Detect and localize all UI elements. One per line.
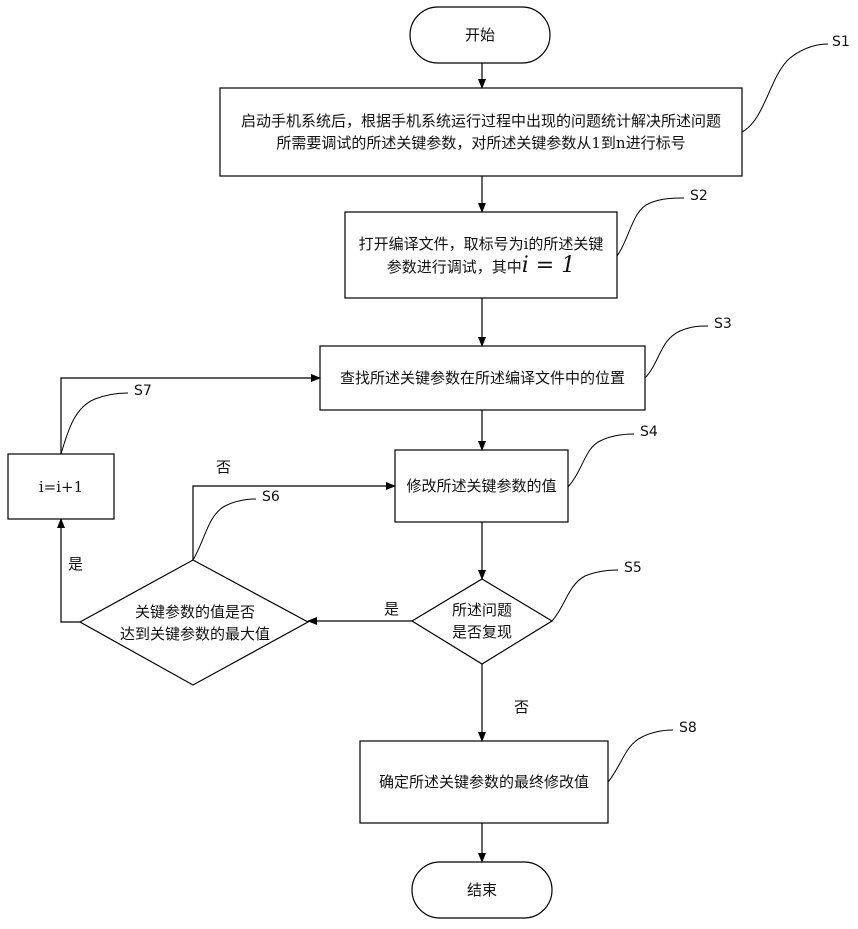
s6-text-line1: 关键参数的值是否 bbox=[135, 601, 255, 623]
s6-text-line2: 达到关键参数的最大值 bbox=[120, 623, 270, 645]
s1-leader bbox=[742, 44, 828, 132]
s3-label: 查找所述关键参数在所述编译文件中的位置 bbox=[320, 346, 645, 410]
end-text: 结束 bbox=[467, 879, 497, 901]
s5-text-line1: 所述问题 bbox=[452, 599, 512, 621]
s2-text-line2: 参数进行调试，其中i = 1 bbox=[387, 255, 575, 278]
s5-label: 所述问题 是否复现 bbox=[422, 596, 542, 646]
step-label-s5: S5 bbox=[624, 560, 642, 576]
s7-text: i=i+1 bbox=[39, 476, 83, 498]
s6-leader bbox=[193, 499, 256, 560]
s4-label: 修改所述关键参数的值 bbox=[395, 450, 568, 522]
s8-text: 确定所述关键参数的最终修改值 bbox=[379, 771, 589, 793]
s3-leader bbox=[645, 326, 708, 378]
s2-leader bbox=[617, 198, 684, 256]
step-label-s7: S7 bbox=[134, 383, 152, 399]
step-label-s4: S4 bbox=[640, 424, 658, 440]
start-label: 开始 bbox=[410, 7, 550, 63]
s1-text-line1: 启动手机系统后，根据手机系统运行过程中出现的问题统计解决所述问题 bbox=[241, 110, 721, 132]
step-label-s2: S2 bbox=[690, 188, 708, 204]
s6-no-label: 否 bbox=[216, 456, 231, 477]
s1-label: 启动手机系统后，根据手机系统运行过程中出现的问题统计解决所述问题 所需要调试的所… bbox=[220, 88, 742, 176]
step-label-s6: S6 bbox=[262, 489, 280, 505]
arrow-s7-s3 bbox=[61, 378, 320, 454]
step-label-s8: S8 bbox=[679, 720, 697, 736]
s7-label: i=i+1 bbox=[8, 454, 114, 519]
s4-text: 修改所述关键参数的值 bbox=[406, 475, 556, 497]
s8-leader bbox=[608, 730, 673, 782]
s6-label: 关键参数的值是否 达到关键参数的最大值 bbox=[100, 598, 290, 648]
s2-math: i = 1 bbox=[522, 253, 575, 278]
end-label: 结束 bbox=[412, 862, 552, 918]
start-text: 开始 bbox=[465, 24, 495, 46]
arrow-s6-no-s4 bbox=[193, 486, 395, 560]
s1-text-line2: 所需要调试的所述关键参数，对所述关键参数从1到n进行标号 bbox=[276, 132, 685, 154]
s2-label: 打开编译文件，取标号为i的所述关键 参数进行调试，其中i = 1 bbox=[345, 212, 617, 298]
s5-no-label: 否 bbox=[514, 696, 529, 717]
step-label-s3: S3 bbox=[714, 316, 732, 332]
s3-text: 查找所述关键参数在所述编译文件中的位置 bbox=[340, 367, 625, 389]
s5-text-line2: 是否复现 bbox=[452, 621, 512, 643]
s2-text-line1: 打开编译文件，取标号为i的所述关键 bbox=[359, 233, 604, 255]
s5-leader bbox=[552, 570, 618, 621]
s7-leader bbox=[61, 393, 128, 454]
s2-text-prefix: 参数进行调试，其中 bbox=[387, 258, 522, 276]
s5-yes-label: 是 bbox=[384, 598, 399, 619]
s6-yes-label: 是 bbox=[68, 553, 83, 574]
step-label-s1: S1 bbox=[832, 34, 850, 50]
s4-leader bbox=[568, 434, 634, 487]
s8-label: 确定所述关键参数的最终修改值 bbox=[360, 741, 608, 823]
